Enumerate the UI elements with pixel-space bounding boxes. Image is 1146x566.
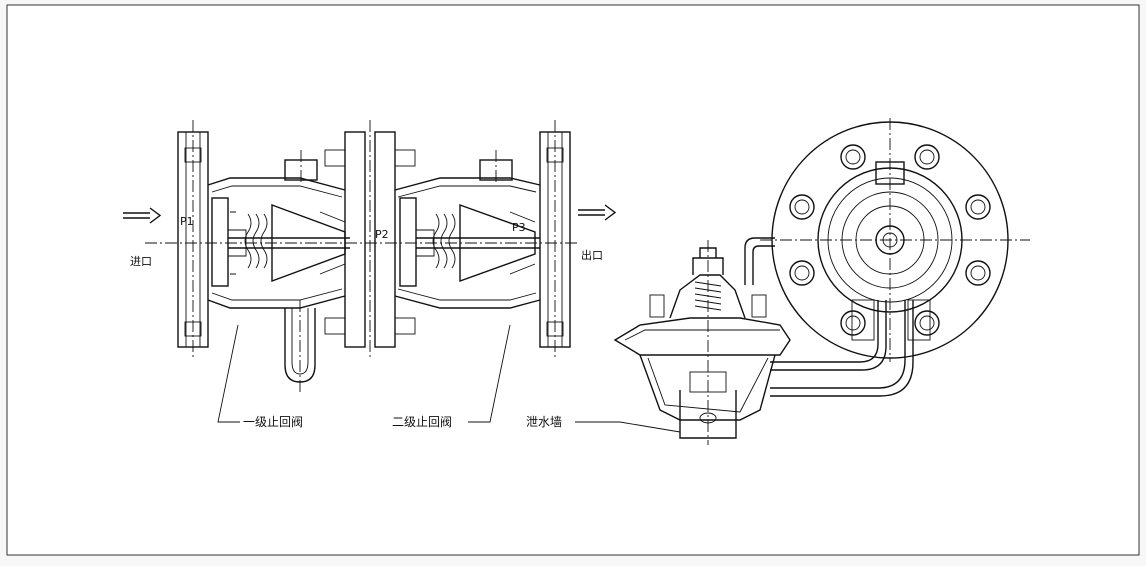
first-check-valve	[211, 197, 350, 287]
relief-valve-label: 泄水墙	[526, 415, 562, 429]
inlet-label: 进口	[130, 255, 152, 268]
first-check-valve-label: 一级止回阀	[243, 415, 303, 429]
first-check-valve-leader	[217, 324, 240, 423]
outlet-flange	[539, 120, 571, 360]
inlet-arrow	[123, 207, 162, 224]
top-port-2	[479, 150, 513, 185]
second-check-valve-label: 二级止回阀	[392, 415, 452, 429]
p1-label: P1	[180, 215, 194, 228]
bolt-holes	[789, 144, 991, 336]
top-port-1	[284, 150, 318, 185]
relief-valve-assembly	[575, 118, 1030, 445]
sensing-tubes	[744, 237, 931, 397]
second-check-valve	[399, 197, 540, 287]
p3-label: P3	[512, 221, 526, 234]
outlet-arrow	[578, 204, 617, 221]
p2-label: P2	[375, 228, 389, 241]
relief-valve-body	[613, 240, 791, 445]
relief-valve-leader	[575, 421, 681, 433]
second-check-valve-leader	[468, 324, 511, 423]
outlet-label: 出口	[581, 248, 603, 262]
inlet-flange	[177, 120, 209, 360]
round-flange	[760, 118, 1030, 362]
drawing-frame	[6, 4, 1140, 556]
check-valve-assembly	[123, 120, 617, 423]
